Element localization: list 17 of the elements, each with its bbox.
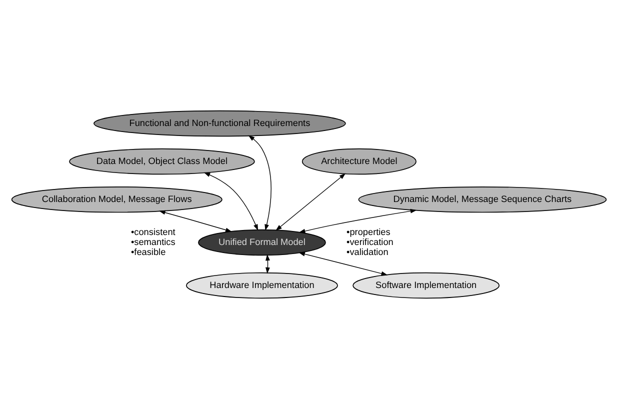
node-ellipse: Functional and Non-functional Requirements — [94, 110, 346, 137]
label: •verification — [346, 236, 394, 247]
label: •semantics — [130, 236, 176, 247]
label: •validation — [346, 246, 388, 257]
arrow — [204, 172, 258, 231]
node-ellipse: Data Model, Object Class Model — [69, 148, 255, 175]
label: •properties — [346, 227, 390, 238]
node-ellipse: Collaboration Model, Message Flows — [11, 186, 222, 213]
arrow — [276, 173, 346, 231]
arrow — [298, 208, 417, 234]
node-ellipse: Hardware Implementation — [186, 272, 338, 299]
arrow — [298, 252, 388, 276]
arrow — [248, 135, 272, 231]
arrow — [158, 210, 232, 232]
node-ellipse: Architecture Model — [302, 148, 416, 175]
label: •feasible — [130, 246, 166, 257]
label: •consistent — [130, 227, 176, 238]
